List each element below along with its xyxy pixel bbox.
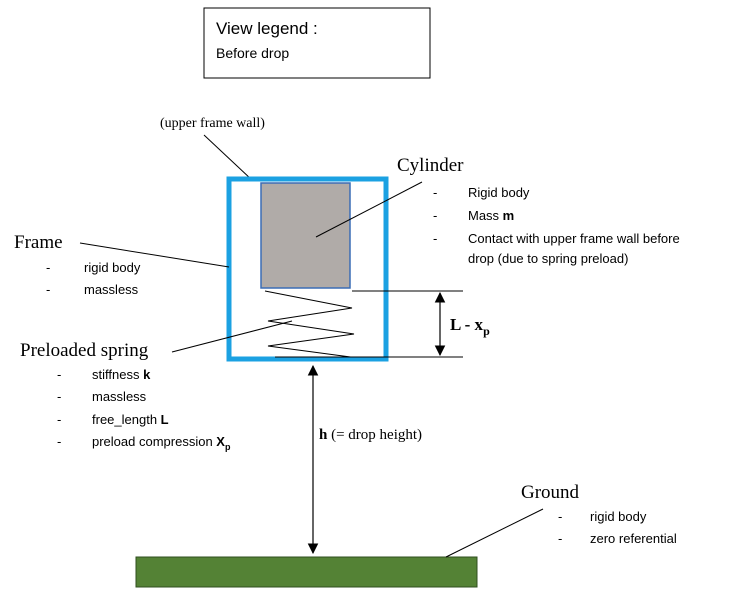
spring-bullet: preload compression Xp	[92, 434, 231, 452]
legend-box	[203, 7, 431, 79]
view-legend: View legend : Before drop	[203, 7, 431, 79]
spring-bullet: free_length L	[92, 412, 169, 427]
legend-subtitle: Before drop	[216, 45, 289, 61]
ground-bullets: - rigid body - zero referential	[558, 509, 677, 546]
bullet-dash: -	[558, 509, 562, 524]
drop-height-label: h (= drop height)	[319, 427, 422, 443]
spring-length-dimension: L - xp	[275, 290, 490, 358]
bullet-dash: -	[433, 208, 437, 223]
spring-bullet: massless	[92, 389, 147, 404]
bullet-dash: -	[46, 260, 50, 275]
cylinder-body	[260, 182, 351, 289]
ground-title: Ground	[521, 482, 580, 503]
frame-bullet: massless	[84, 282, 139, 297]
ground-bullet: zero referential	[590, 531, 677, 546]
cylinder-bullet: Contact with upper frame wall before	[468, 231, 680, 246]
ground-block	[135, 556, 478, 588]
bullet-dash: -	[57, 389, 61, 404]
bullet-dash: -	[558, 531, 562, 546]
bullet-dash: -	[433, 185, 437, 200]
cylinder-title: Cylinder	[397, 155, 464, 176]
ground-leader	[445, 508, 544, 558]
bullet-dash: -	[57, 434, 61, 449]
frame-bullet: rigid body	[84, 260, 141, 275]
dimension-label: L - xp	[450, 315, 490, 338]
legend-title: View legend :	[216, 19, 318, 38]
cylinder-bullet: drop (due to spring preload)	[468, 251, 628, 266]
frame-bullets: - rigid body - massless	[46, 260, 141, 297]
frame-leader	[79, 242, 230, 268]
frame-outline	[226, 176, 389, 362]
bullet-dash: -	[57, 412, 61, 427]
ground-bullet: rigid body	[590, 509, 647, 524]
bullet-dash: -	[46, 282, 50, 297]
bullet-dash: -	[433, 231, 437, 246]
cylinder-bullet: Rigid body	[468, 185, 530, 200]
preloaded-spring	[264, 290, 359, 359]
bullet-dash: -	[57, 367, 61, 382]
spring-bullets: - stiffness k - massless - free_length L…	[57, 367, 231, 452]
cylinder-leader	[315, 181, 423, 238]
spring-bullet: stiffness k	[92, 367, 151, 382]
spring-title: Preloaded spring	[20, 340, 149, 361]
drop-height-dimension: h (= drop height)	[307, 364, 422, 555]
frame-title: Frame	[14, 232, 63, 253]
upper-frame-wall-leader	[203, 134, 253, 181]
cylinder-bullets: - Rigid body - Mass m - Contact with upp…	[433, 185, 680, 266]
upper-frame-wall-label: (upper frame wall)	[160, 116, 265, 131]
cylinder-bullet: Mass m	[468, 208, 514, 223]
spring-leader	[171, 320, 293, 353]
